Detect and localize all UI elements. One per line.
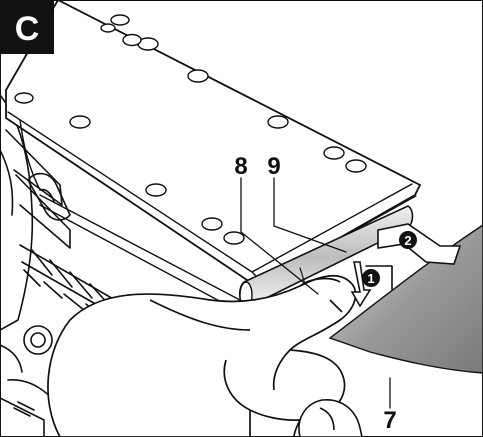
fingers xyxy=(298,399,363,437)
callout-7: 7 xyxy=(383,407,396,434)
arrow-1-icon xyxy=(350,261,372,308)
arrow-2-icon xyxy=(377,223,462,265)
step-arrows xyxy=(350,223,462,308)
callout-8: 8 xyxy=(234,153,247,180)
step-1-badge: 1 xyxy=(362,269,380,287)
callout-9: 9 xyxy=(267,153,280,180)
step-2-number: 2 xyxy=(404,233,411,248)
leader-lines xyxy=(240,177,391,409)
panel-badge: C xyxy=(0,0,54,54)
sanding-plate xyxy=(5,0,422,283)
dust-holes xyxy=(14,14,367,245)
hand xyxy=(47,274,357,437)
panel-letter: C xyxy=(15,10,40,48)
step-2-badge: 2 xyxy=(399,231,417,249)
plate-edge xyxy=(19,119,241,313)
step-1-number: 1 xyxy=(367,271,374,286)
